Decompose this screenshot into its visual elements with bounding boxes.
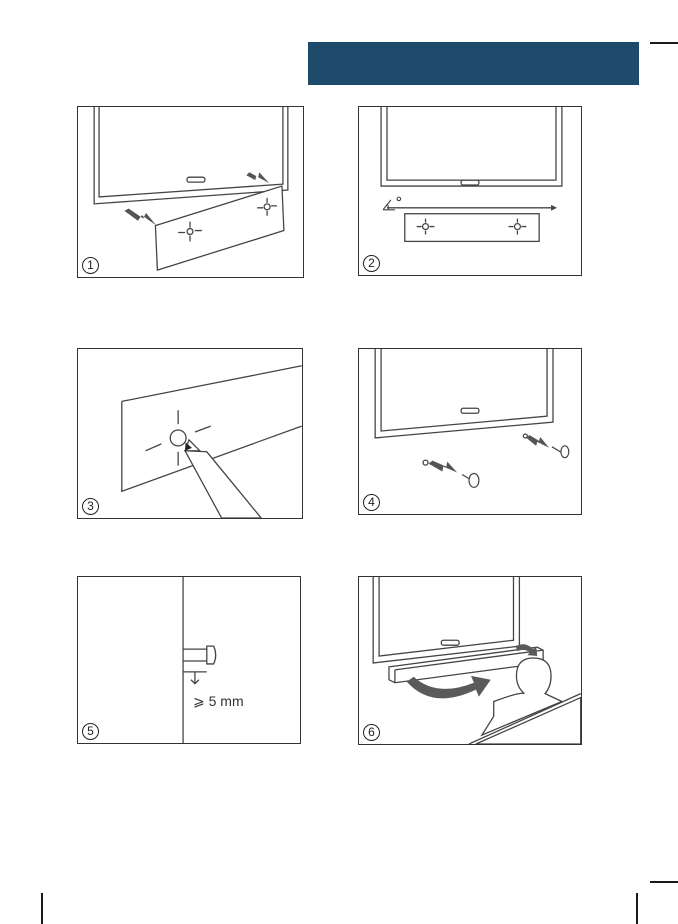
crop-mark-bottom-left xyxy=(41,893,43,924)
header-bar xyxy=(308,42,639,85)
measurement-label: ⩾ 5 mm xyxy=(193,693,244,710)
screw-icon xyxy=(183,646,216,664)
step-number-4: 4 xyxy=(363,494,380,511)
step-1-panel: 1 xyxy=(77,106,304,278)
step-1-illustration xyxy=(78,107,303,277)
step-number-3: 3 xyxy=(82,498,99,515)
crop-mark-bottom-right-vertical xyxy=(636,893,638,924)
step-3-illustration xyxy=(78,349,302,518)
step-5-illustration xyxy=(78,577,300,743)
step-6-illustration xyxy=(359,577,581,744)
crop-mark-bottom-right xyxy=(650,881,678,883)
step-4-panel: 4 xyxy=(358,348,582,515)
pencil-icon xyxy=(185,440,261,518)
step-number-5: 5 xyxy=(82,723,99,740)
step-2-panel: 2 xyxy=(358,106,582,276)
step-4-illustration xyxy=(359,349,581,514)
arrow-icon xyxy=(429,435,550,473)
screw-icon xyxy=(462,446,569,487)
crop-mark-top-right xyxy=(650,42,678,44)
step-number-6: 6 xyxy=(363,724,380,741)
step-3-panel: 3 xyxy=(77,348,303,519)
step-2-illustration xyxy=(359,107,581,275)
step-number-1: 1 xyxy=(82,257,99,274)
step-6-panel: 6 xyxy=(358,576,582,745)
step-number-2: 2 xyxy=(363,255,380,272)
step-5-panel: ⩾ 5 mm 5 xyxy=(77,576,301,744)
